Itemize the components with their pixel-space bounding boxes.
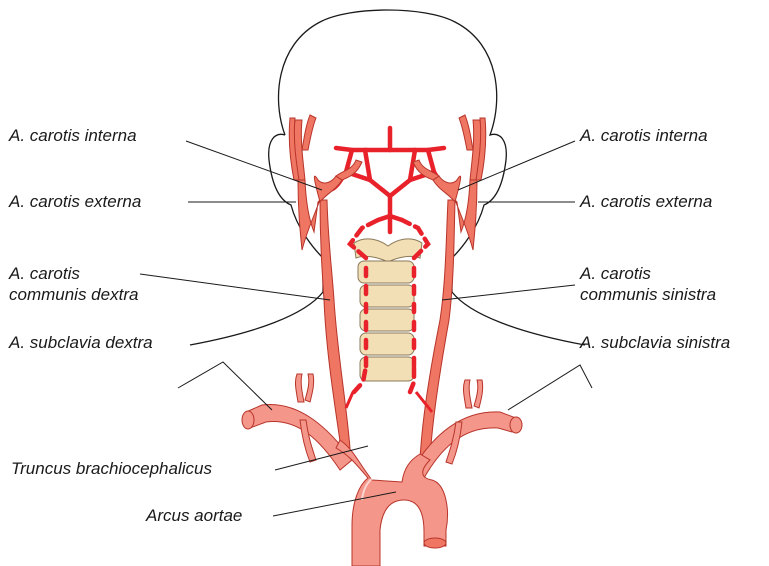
leader-subclavia-dextra: [178, 362, 272, 410]
label-subclavia-dextra: A. subclavia dextra: [9, 332, 153, 353]
label-carotis-communis-dextra-line1: A. carotis: [9, 263, 138, 284]
label-arcus-aortae: Arcus aortae: [146, 505, 242, 526]
label-carotis-externa-left: A. carotis externa: [580, 191, 712, 212]
label-carotis-communis-dextra: A. carotis communis dextra: [9, 263, 138, 305]
leader-subclavia-sinistra: [508, 365, 592, 410]
vertebral-roots: [346, 392, 432, 412]
label-subclavia-sinistra: A. subclavia sinistra: [580, 332, 730, 353]
left-carotid-arteries: [413, 115, 486, 460]
label-carotis-communis-sinistra-line1: A. carotis: [580, 263, 716, 284]
subclavian-arteries: [242, 374, 522, 478]
label-carotis-communis-sinistra-line2: communis sinistra: [580, 284, 716, 305]
label-carotis-communis-sinistra: A. carotis communis sinistra: [580, 263, 716, 305]
label-truncus-brachiocephalicus: Truncus brachiocephalicus: [11, 458, 212, 479]
label-carotis-interna-left: A. carotis interna: [580, 125, 708, 146]
label-carotis-externa-right: A. carotis externa: [9, 191, 141, 212]
leader-carotis-communis-sinistra: [442, 285, 575, 300]
label-carotis-interna-right: A. carotis interna: [9, 125, 137, 146]
leader-carotis-communis-dextra: [140, 274, 330, 300]
label-carotis-communis-dextra-line2: communis dextra: [9, 284, 138, 305]
